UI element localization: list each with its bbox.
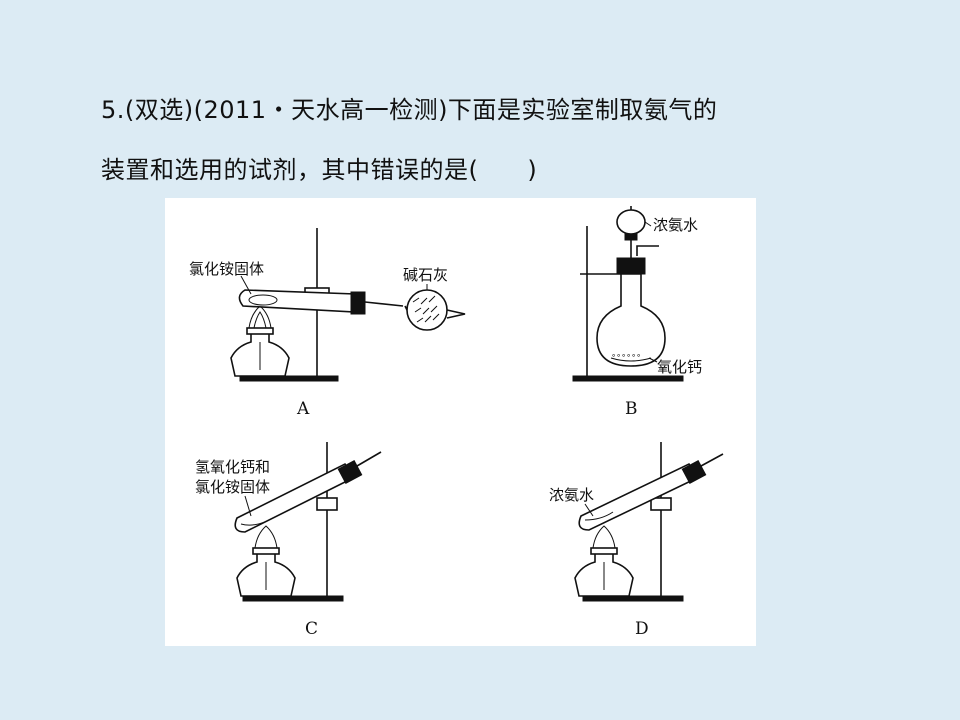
label-conc-ammonia-d: 浓氨水 xyxy=(549,486,594,504)
panel-c: 氢氧化钙和 氯化铵固体 C xyxy=(195,442,382,639)
stopper-a xyxy=(350,291,366,315)
flame-d xyxy=(592,525,616,549)
round-flask-b xyxy=(596,273,666,367)
label-ammonium-chloride-c: 氯化铵固体 xyxy=(195,478,270,496)
caption-d: D xyxy=(635,619,649,639)
stand-base-b xyxy=(572,375,684,382)
stand-base-d xyxy=(582,595,684,602)
stand-base-a xyxy=(239,375,339,382)
label-conc-ammonia-b: 浓氨水 xyxy=(653,216,698,234)
apparatus-figure: 氯化铵固体 碱石灰 A ∘∘∘∘∘∘ 浓氨水 氧化钙 B xyxy=(165,198,756,646)
question-line-1: 5.(双选)(2011・天水高一检测)下面是实验室制取氨气的 xyxy=(101,96,718,124)
question-line-2: 装置和选用的试剂，其中错误的是( ) xyxy=(101,156,538,184)
test-tube-c xyxy=(234,462,355,533)
caption-a: A xyxy=(296,399,310,419)
panel-b: ∘∘∘∘∘∘ 浓氨水 氧化钙 B xyxy=(572,206,702,419)
stand-base-c xyxy=(242,595,344,602)
panel-a: 氯化铵固体 碱石灰 A xyxy=(189,228,466,419)
question-text: 5.(双选)(2011・天水高一检测)下面是实验室制取氨气的 装置和选用的试剂，… xyxy=(101,80,861,200)
label-ammonium-chloride-a: 氯化铵固体 xyxy=(189,260,264,278)
flame-a xyxy=(248,305,272,329)
label-calcium-hydroxide-c: 氢氧化钙和 xyxy=(195,458,270,476)
apparatus-diagram: 氯化铵固体 碱石灰 A ∘∘∘∘∘∘ 浓氨水 氧化钙 B xyxy=(189,206,724,639)
caption-c: C xyxy=(305,619,318,639)
stopper-c xyxy=(337,460,363,484)
svg-text:∘∘∘∘∘∘: ∘∘∘∘∘∘ xyxy=(611,351,641,360)
flame-c xyxy=(254,525,278,549)
label-soda-lime-a: 碱石灰 xyxy=(403,266,448,284)
stopper-d xyxy=(681,460,707,484)
stopper-b xyxy=(616,257,646,275)
panel-d: 浓氨水 D xyxy=(549,442,724,639)
label-calcium-oxide-b: 氧化钙 xyxy=(657,358,702,376)
separatory-funnel-b xyxy=(616,209,646,235)
caption-b: B xyxy=(625,399,638,419)
test-tube-d xyxy=(578,462,699,531)
